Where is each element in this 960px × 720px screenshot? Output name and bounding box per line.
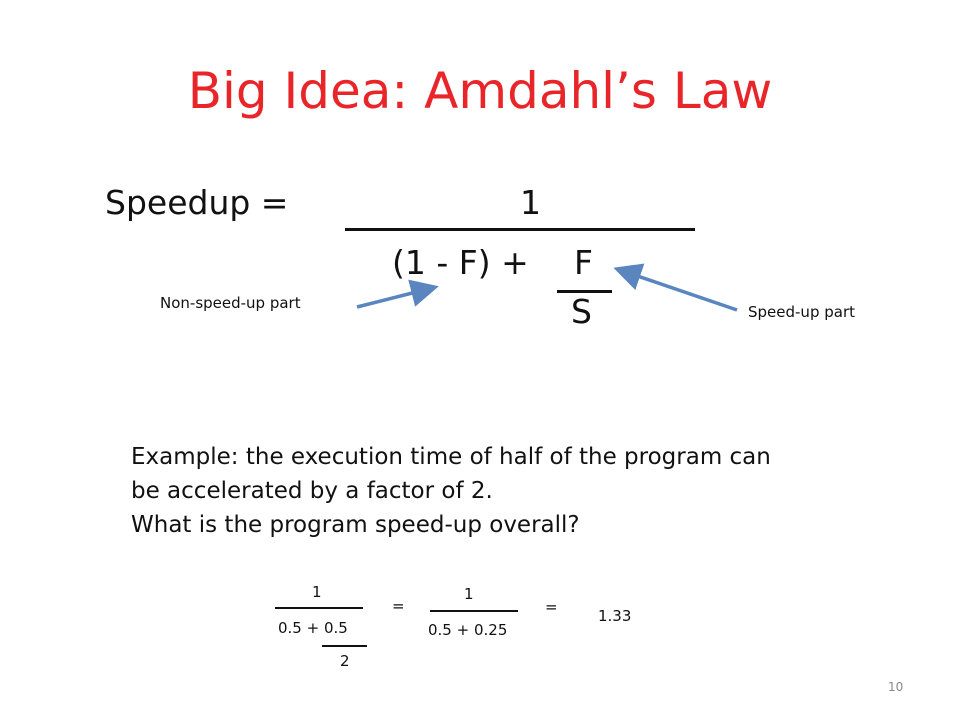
calc-sub-denominator: 2 [340,652,350,670]
formula-denominator-left: (1 - F) + [392,243,529,282]
example-line-2: be accelerated by a factor of 2. [131,478,493,504]
calc-numerator-2: 1 [464,585,474,603]
calc-sub-bar [322,645,367,647]
calc-equals-1: = [392,597,405,615]
calc-result: 1.33 [598,607,632,625]
example-line-3: What is the program speed-up overall? [131,512,580,538]
non-speedup-label: Non-speed-up part [160,294,301,312]
calc-bar-2 [430,610,518,612]
non-speedup-arrow [356,279,439,309]
speedup-part-label: Speed-up part [748,303,855,321]
calc-denominator-2: 0.5 + 0.25 [428,621,508,639]
formula-numerator: 1 [520,183,541,222]
formula-f: F [574,243,593,282]
formula-fraction-bar [345,228,695,231]
example-line-1: Example: the execution time of half of t… [131,444,771,470]
calc-denominator-1: 0.5 + 0.5 [278,619,348,637]
calc-equals-2: = [545,598,558,616]
formula-s: S [571,292,592,331]
f-over-s-bar [557,290,612,293]
speedup-arrow [613,263,738,312]
speedup-label: Speedup = [105,183,289,222]
page-number: 10 [888,680,904,694]
calc-bar-1 [275,607,363,609]
slide-title: Big Idea: Amdahl’s Law [187,62,773,120]
calc-numerator-1: 1 [312,583,322,601]
example-text: Example: the execution time of half of t… [131,440,891,542]
